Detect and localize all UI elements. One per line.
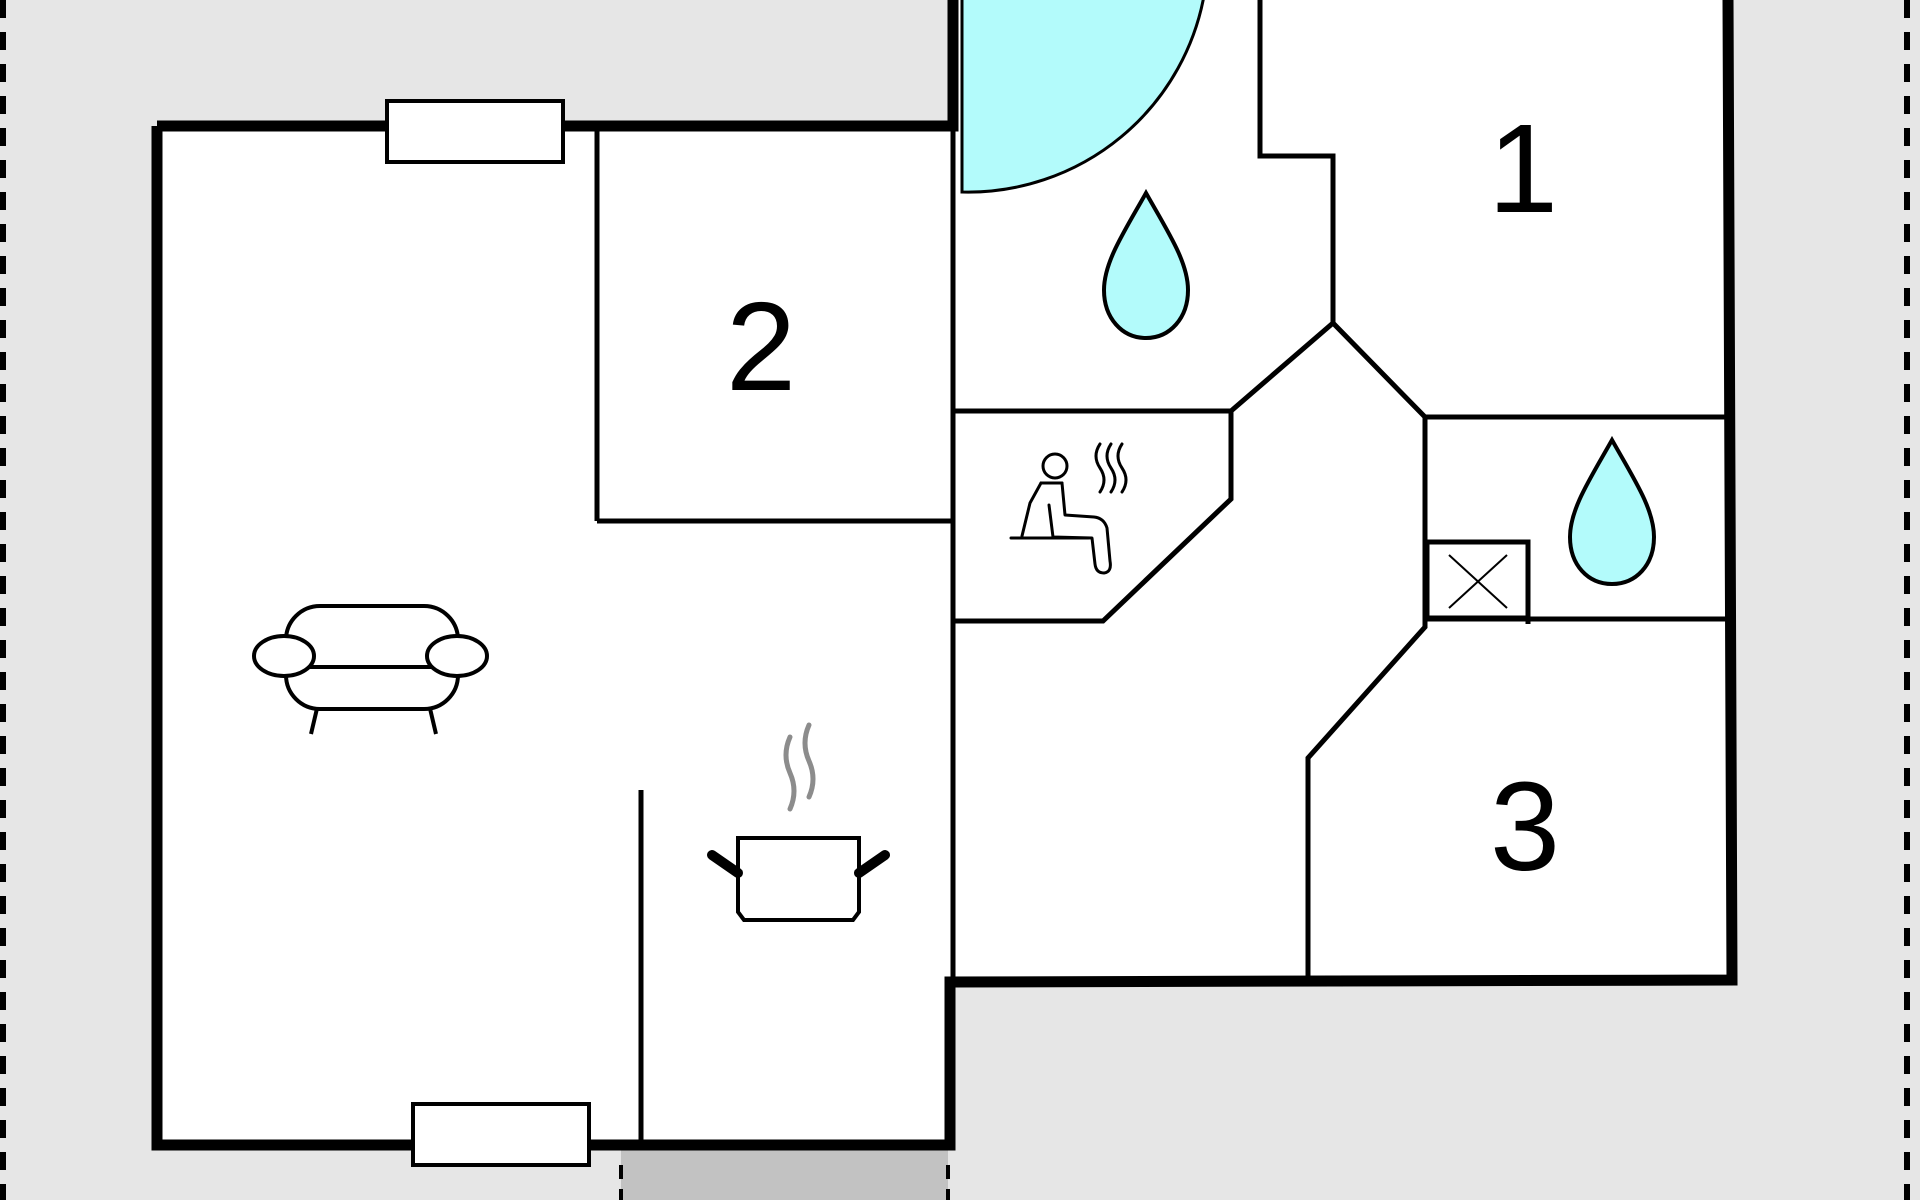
water-drop-icon (1567, 435, 1657, 587)
room-label-1: 1 (1488, 98, 1558, 239)
window-icon (411, 1102, 591, 1167)
house-floor (157, 0, 1732, 1145)
x-box-icon (1424, 539, 1531, 624)
terrace (621, 1150, 948, 1200)
sofa-icon (252, 604, 489, 735)
cooking-pot-icon (707, 722, 890, 922)
pool-area (960, 0, 1205, 194)
room-label-2: 2 (726, 276, 796, 417)
window-icon (385, 99, 565, 164)
sauna-icon (1009, 442, 1128, 575)
exterior-wall-left (151, 0, 1738, 1151)
water-drop-icon (1101, 188, 1191, 341)
room-label-3: 3 (1490, 756, 1560, 897)
interior-walls (594, 0, 1728, 1145)
